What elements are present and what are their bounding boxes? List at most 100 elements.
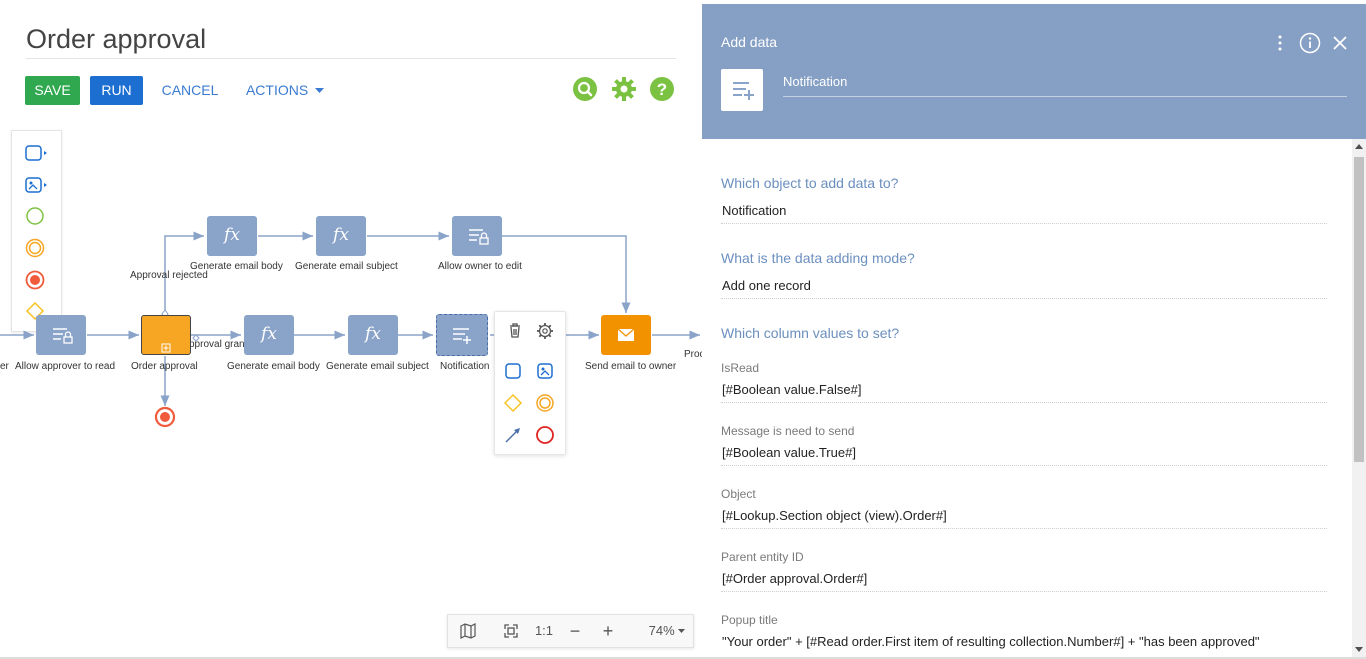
formula-icon: fx [224, 225, 240, 245]
run-button[interactable]: RUN [90, 76, 143, 105]
element-allow-approver[interactable] [36, 315, 86, 355]
end-event-icon[interactable] [154, 406, 176, 428]
envelope-icon [617, 328, 635, 341]
zoom-level-select[interactable]: 74% [644, 615, 690, 647]
element-label: Generate email body [190, 261, 283, 272]
flow-connectors [0, 231, 700, 406]
fit-to-screen-icon[interactable] [504, 624, 518, 638]
element-label: Allow owner to edit [438, 261, 522, 272]
field-underline [721, 591, 1327, 592]
add-data-icon [453, 328, 471, 344]
element-label: Notification [440, 361, 490, 372]
mode-select-field[interactable]: Add one record [722, 278, 811, 293]
search-icon[interactable] [572, 76, 598, 102]
field-label: Popup title [721, 613, 778, 627]
element-send-email[interactable] [601, 315, 651, 355]
panel-header: Add data Notification [702, 4, 1366, 139]
cancel-button[interactable]: CANCEL [161, 82, 219, 98]
field-value-message-send[interactable]: [#Boolean value.True#] [722, 445, 856, 460]
scrollbar-thumb[interactable] [1354, 157, 1364, 462]
element-palette [11, 130, 62, 332]
page-title: Order approval [26, 24, 207, 54]
help-icon[interactable]: ? [649, 76, 675, 102]
task-icon[interactable] [503, 361, 523, 381]
actual-size-button[interactable]: 1:1 [534, 623, 554, 638]
intermediate-event-icon[interactable] [24, 238, 50, 258]
gateway-icon[interactable] [24, 301, 50, 321]
field-label: IsRead [721, 361, 760, 375]
field-value-popup-title[interactable]: "Your order" + [#Read order.First item o… [722, 634, 1260, 649]
settings-gear-icon[interactable] [611, 76, 637, 102]
close-icon[interactable] [1329, 32, 1351, 54]
map-icon[interactable] [460, 623, 476, 639]
element-type-icon-box [721, 69, 763, 111]
object-lookup-field[interactable]: Notification [722, 203, 787, 218]
caret-down-icon [678, 629, 686, 634]
panel-scrollbar[interactable] [1352, 139, 1366, 659]
panel-title: Add data [721, 34, 778, 50]
element-generate-email-subject-top[interactable]: fx [316, 216, 366, 256]
field-underline [721, 465, 1327, 466]
zoom-toolbar: 1:1 − + 74% [447, 614, 694, 648]
more-vertical-icon[interactable] [1269, 32, 1291, 54]
connector-arrow-icon[interactable] [503, 425, 523, 445]
formula-icon: fx [365, 324, 381, 344]
actions-label: ACTIONS [245, 82, 309, 98]
field-value-isread[interactable]: [#Boolean value.False#] [722, 382, 862, 397]
element-context-menu [494, 311, 566, 455]
element-generate-email-body-top[interactable]: fx [207, 216, 257, 256]
element-label-cut: Proc [684, 349, 702, 360]
formula-icon: fx [261, 324, 277, 344]
end-event-icon[interactable] [535, 425, 555, 445]
question-columns: Which column values to set? [721, 325, 900, 341]
zoom-out-button[interactable]: − [569, 621, 581, 641]
task-icon[interactable] [24, 143, 50, 163]
actions-menu-button[interactable]: ACTIONS [244, 76, 326, 105]
element-generate-email-body[interactable]: fx [244, 315, 294, 355]
question-object: Which object to add data to? [721, 175, 899, 191]
element-name-field[interactable]: Notification [783, 74, 848, 89]
zoom-value: 74% [648, 623, 675, 638]
element-label: Order approval [131, 361, 198, 372]
field-underline [721, 298, 1327, 299]
field-underline [721, 223, 1327, 224]
element-generate-email-subject[interactable]: fx [348, 315, 398, 355]
add-data-icon [733, 82, 754, 100]
question-mode: What is the data adding mode? [721, 250, 915, 266]
field-value-parent-entity[interactable]: [#Order approval.Order#] [722, 571, 868, 586]
start-event-icon[interactable] [24, 206, 50, 226]
scroll-down-icon[interactable] [1355, 647, 1363, 653]
process-designer: Order approval SAVE RUN CANCEL ACTIONS ? [0, 24, 702, 648]
save-button[interactable]: SAVE [25, 76, 80, 105]
intermediate-event-icon[interactable] [535, 393, 555, 413]
element-label-cut: er [0, 361, 9, 372]
panel-body: Which object to add data to? Notificatio… [702, 139, 1352, 659]
end-event-icon[interactable] [24, 270, 50, 290]
zoom-in-button[interactable]: + [602, 621, 614, 641]
subprocess-icon[interactable] [24, 175, 50, 195]
access-rights-icon [53, 328, 73, 344]
gateway-icon[interactable] [503, 393, 523, 413]
settings-gear-icon[interactable] [535, 321, 555, 341]
delete-icon[interactable] [505, 321, 525, 341]
scroll-up-icon[interactable] [1355, 143, 1363, 149]
access-rights-icon [469, 229, 489, 245]
field-value-object[interactable]: [#Lookup.Section object (view).Order#] [722, 508, 947, 523]
field-label: Message is need to send [721, 424, 855, 438]
flow-label-granted: pproval grant [189, 339, 248, 350]
formula-icon: fx [333, 225, 349, 245]
caret-down-icon [315, 88, 325, 94]
element-order-approval[interactable] [141, 315, 191, 355]
element-allow-owner[interactable] [452, 216, 502, 256]
element-notification[interactable] [436, 314, 488, 356]
element-label: Send email to owner [585, 361, 677, 372]
field-underline [721, 528, 1327, 529]
element-label: Generate email subject [326, 361, 429, 372]
collapsed-marker-icon [161, 343, 171, 353]
info-icon[interactable] [1299, 32, 1321, 54]
bottom-border [0, 657, 1366, 659]
flow-label-rejected: Approval rejected [130, 270, 208, 281]
subprocess-icon[interactable] [535, 361, 555, 381]
element-label: Generate email subject [295, 261, 398, 272]
field-label: Parent entity ID [721, 550, 804, 564]
